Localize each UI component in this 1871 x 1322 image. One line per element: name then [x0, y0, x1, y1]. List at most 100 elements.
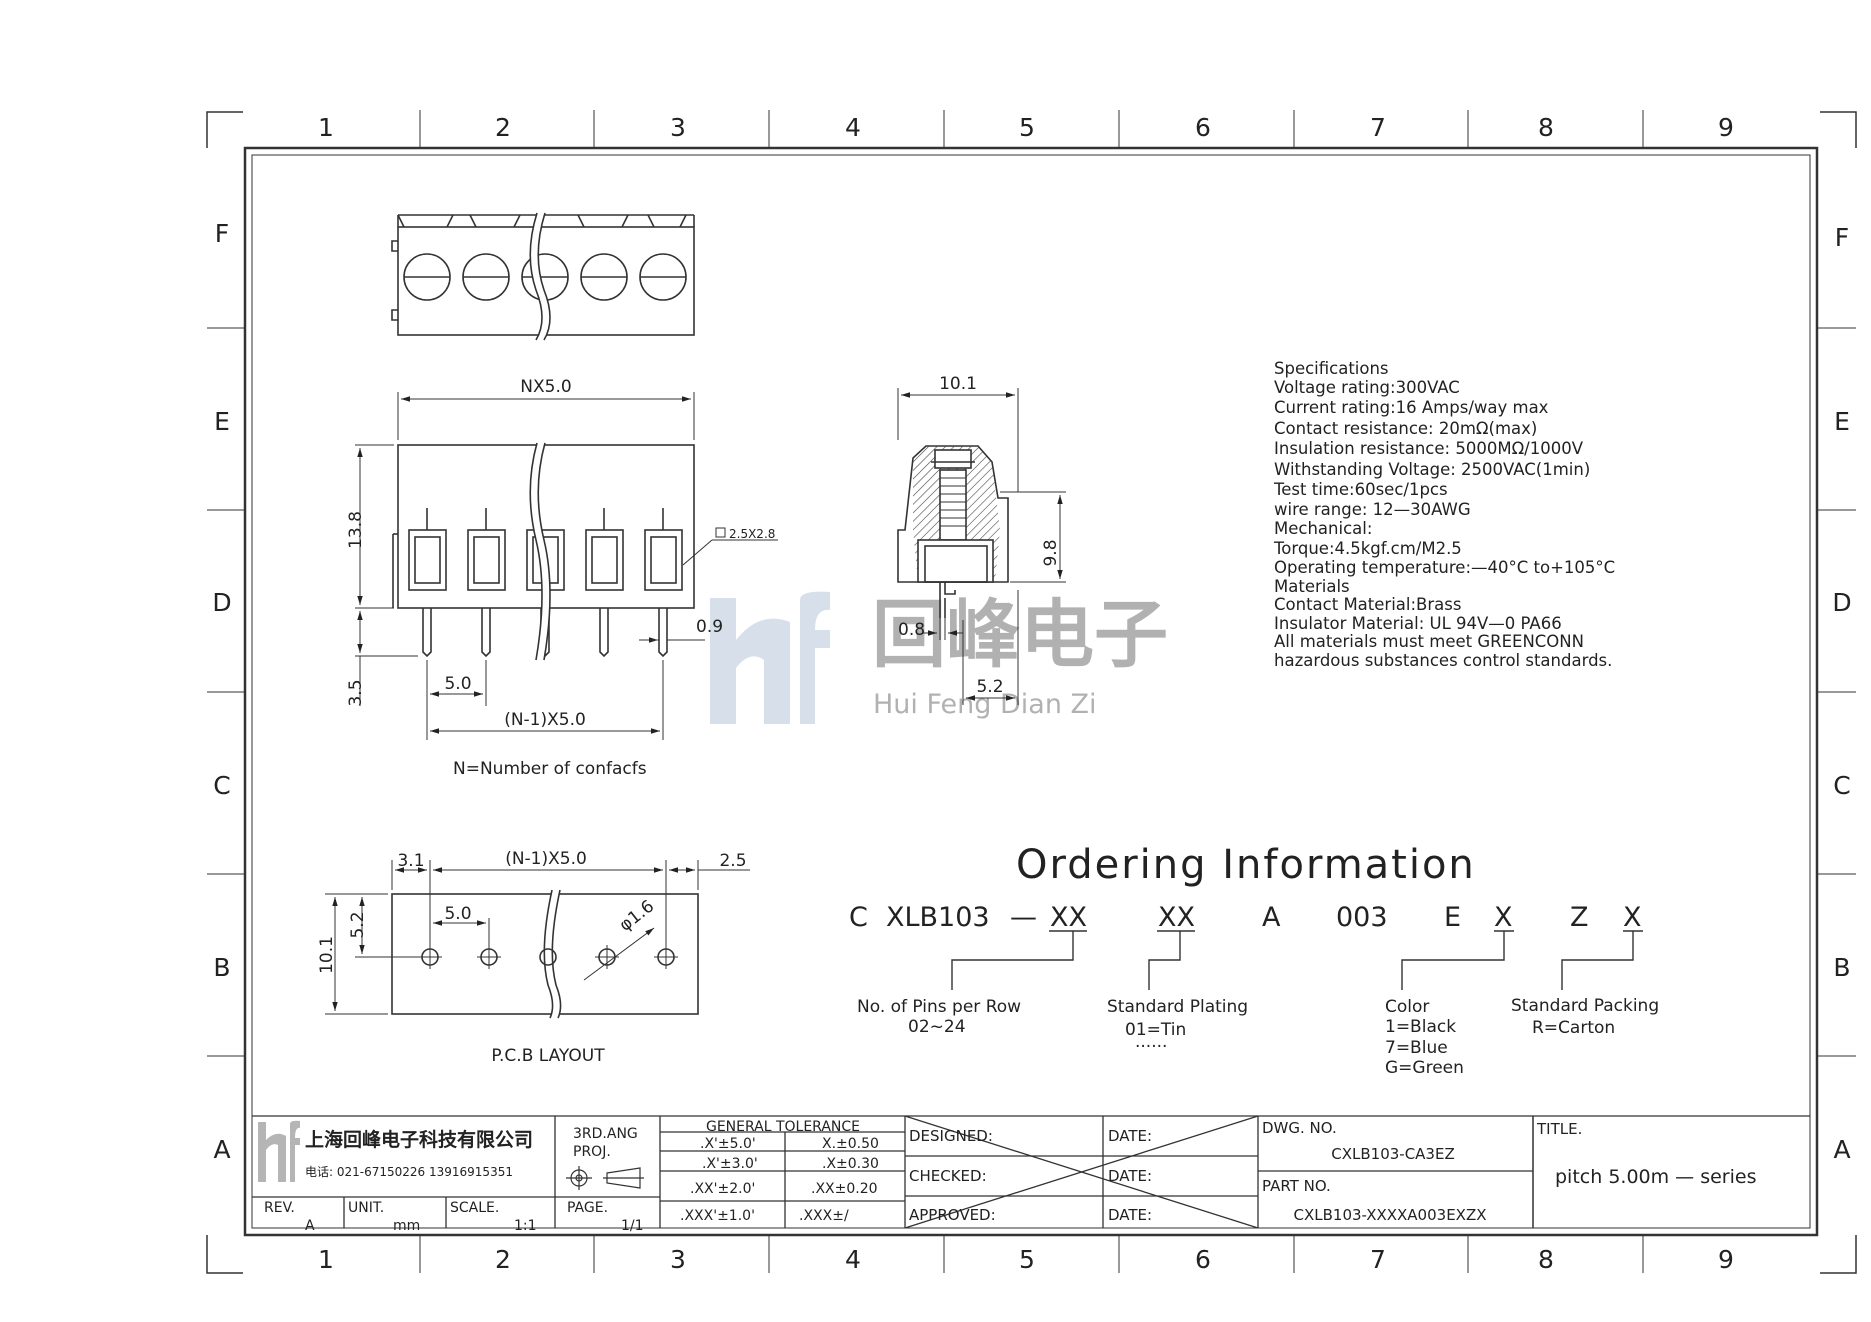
- dwg-value: CXLB103-CA3EZ: [1331, 1145, 1454, 1163]
- code-series: XLB103: [886, 902, 990, 933]
- projection-symbol: [566, 1166, 644, 1190]
- spec-line: Materials: [1274, 577, 1350, 596]
- spec-line: Contact resistance: 20mΩ(max): [1274, 419, 1537, 438]
- unit-label: UNIT.: [348, 1200, 384, 1216]
- top-view-drawing: [391, 211, 695, 343]
- spec-line: Operating temperature:—40°C to+105°C: [1274, 558, 1615, 577]
- code-003: 003: [1336, 902, 1388, 933]
- row-label: C: [213, 771, 230, 800]
- column-label: 2: [495, 113, 511, 142]
- spec-line: wire range: 12—30AWG: [1274, 500, 1471, 519]
- row-label: E: [214, 407, 230, 436]
- code-prefix: C: [849, 902, 868, 933]
- dim-pcb-pitch: 5.0: [444, 904, 471, 924]
- ordering-leaders: [951, 930, 1643, 990]
- row-label: B: [213, 953, 230, 982]
- row-labels-right: F E D C B A: [1832, 223, 1851, 1164]
- approved-label: APPROVED:: [909, 1206, 996, 1224]
- part-label: PART NO.: [1262, 1177, 1331, 1195]
- date-label: DATE:: [1108, 1206, 1152, 1224]
- pcb-layout-drawing: [325, 860, 750, 1020]
- tolerance-cell: X.±0.50: [822, 1136, 879, 1152]
- title-block-lines: [252, 1115, 1810, 1229]
- column-labels-top: 1 2 3 4 5 6 7 8 9: [318, 113, 1734, 142]
- end-view-dimensions: 10.1 9.8 0.8 5.2: [898, 374, 1061, 697]
- spec-line: Insulator Material: UL 94V—0 PA66: [1274, 614, 1562, 633]
- column-label: 6: [1195, 1245, 1211, 1274]
- dim-pin-length: 3.5: [346, 679, 366, 706]
- tolerance-cell: .X±0.30: [822, 1156, 879, 1172]
- row-label: F: [215, 219, 229, 248]
- rev-label: REV.: [264, 1200, 295, 1216]
- packing-value: R=Carton: [1532, 1018, 1615, 1038]
- dim-pcb-height: 10.1: [317, 936, 337, 974]
- date-label: DATE:: [1108, 1167, 1152, 1185]
- side-view-dimensions: NX5.0 13.8 3.5 5.0 (N-1)X5.0 0.9 2.5X2.8…: [346, 377, 775, 779]
- tolerance-title: GENERAL TOLERANCE: [706, 1119, 860, 1135]
- column-label: 3: [670, 1245, 686, 1274]
- row-label: D: [1832, 588, 1851, 617]
- title-label: TITLE.: [1536, 1120, 1582, 1138]
- checked-label: CHECKED:: [909, 1167, 987, 1185]
- column-label: 9: [1718, 113, 1734, 142]
- spec-line: Specifications: [1274, 359, 1389, 378]
- watermark-en: Hui Feng Dian Zi: [873, 689, 1097, 720]
- part-value: CXLB103-XXXXA003EXZX: [1294, 1206, 1487, 1224]
- packing-label: Standard Packing: [1511, 996, 1659, 1016]
- scale-value: 1:1: [514, 1218, 537, 1234]
- spec-line: Test time:60sec/1pcs: [1273, 480, 1448, 499]
- dim-end-width: 10.1: [939, 374, 977, 394]
- plating-label: Standard Plating: [1107, 997, 1248, 1017]
- tolerance-cell: .X'±3.0': [702, 1156, 758, 1172]
- column-label: 1: [318, 1245, 334, 1274]
- dim-pcb-total: (N-1)X5.0: [505, 849, 587, 869]
- column-label: 4: [845, 113, 861, 142]
- dim-end-bottom: 5.2: [976, 677, 1003, 697]
- pcb-layout-caption: P.C.B LAYOUT: [491, 1046, 605, 1066]
- company-phone: 电话: 021-67150226 13916915351: [305, 1165, 513, 1179]
- tolerance-cell: .XXX'±1.0': [680, 1208, 755, 1224]
- dim-pin-thickness: 0.9: [696, 617, 723, 637]
- color-value: 1=Black: [1385, 1017, 1456, 1037]
- column-label: 4: [845, 1245, 861, 1274]
- page-label: PAGE.: [567, 1200, 608, 1216]
- row-label: A: [213, 1135, 230, 1164]
- code-plating: XX: [1158, 902, 1195, 933]
- dim-pcb-hole-y: 5.2: [348, 911, 368, 938]
- company-name: 上海回峰电子科技有限公司: [305, 1128, 533, 1151]
- tolerance-cell: .XX±0.20: [811, 1181, 878, 1197]
- spec-line: Withstanding Voltage: 2500VAC(1min): [1274, 460, 1590, 479]
- specifications-block: Specifications Voltage rating:300VAC Cur…: [1273, 359, 1615, 670]
- dim-total: (N-1)X5.0: [504, 710, 586, 730]
- dim-width: NX5.0: [520, 377, 571, 397]
- code-e: E: [1444, 902, 1461, 933]
- ordering-information: Ordering Information C XLB103 — XX XX A …: [849, 842, 1659, 1078]
- projection-label: PROJ.: [573, 1144, 611, 1160]
- spec-line: Voltage rating:300VAC: [1274, 378, 1460, 397]
- side-view-drawing: [355, 392, 778, 740]
- code-a: A: [1262, 902, 1281, 933]
- column-label: 3: [670, 113, 686, 142]
- code-pins: XX: [1050, 902, 1087, 933]
- dim-end-height: 9.8: [1041, 539, 1061, 566]
- spec-line: All materials must meet GREENCONN: [1274, 632, 1584, 651]
- color-value: 7=Blue: [1385, 1038, 1448, 1058]
- color-value: G=Green: [1385, 1058, 1464, 1078]
- pins-value: 02~24: [908, 1017, 966, 1037]
- dim-pcb-right: 2.5: [719, 851, 746, 871]
- column-label: 6: [1195, 113, 1211, 142]
- column-label: 8: [1538, 1245, 1554, 1274]
- drawing-frame: [206, 110, 1857, 1274]
- spec-line: Torque:4.5kgf.cm/M2.5: [1273, 539, 1462, 558]
- watermark: 回峰电子 Hui Feng Dian Zi: [710, 591, 1168, 724]
- scale-label: SCALE.: [450, 1200, 499, 1216]
- tolerance-cell: .X'±5.0': [700, 1136, 756, 1152]
- spec-line: hazardous substances control standards.: [1274, 651, 1612, 670]
- column-label: 1: [318, 113, 334, 142]
- dim-pitch: 5.0: [444, 674, 471, 694]
- company-logo: [258, 1120, 300, 1182]
- projection-label: 3RD.ANG: [573, 1126, 638, 1142]
- title-value: pitch 5.00m — series: [1555, 1166, 1756, 1188]
- column-label: 7: [1370, 113, 1386, 142]
